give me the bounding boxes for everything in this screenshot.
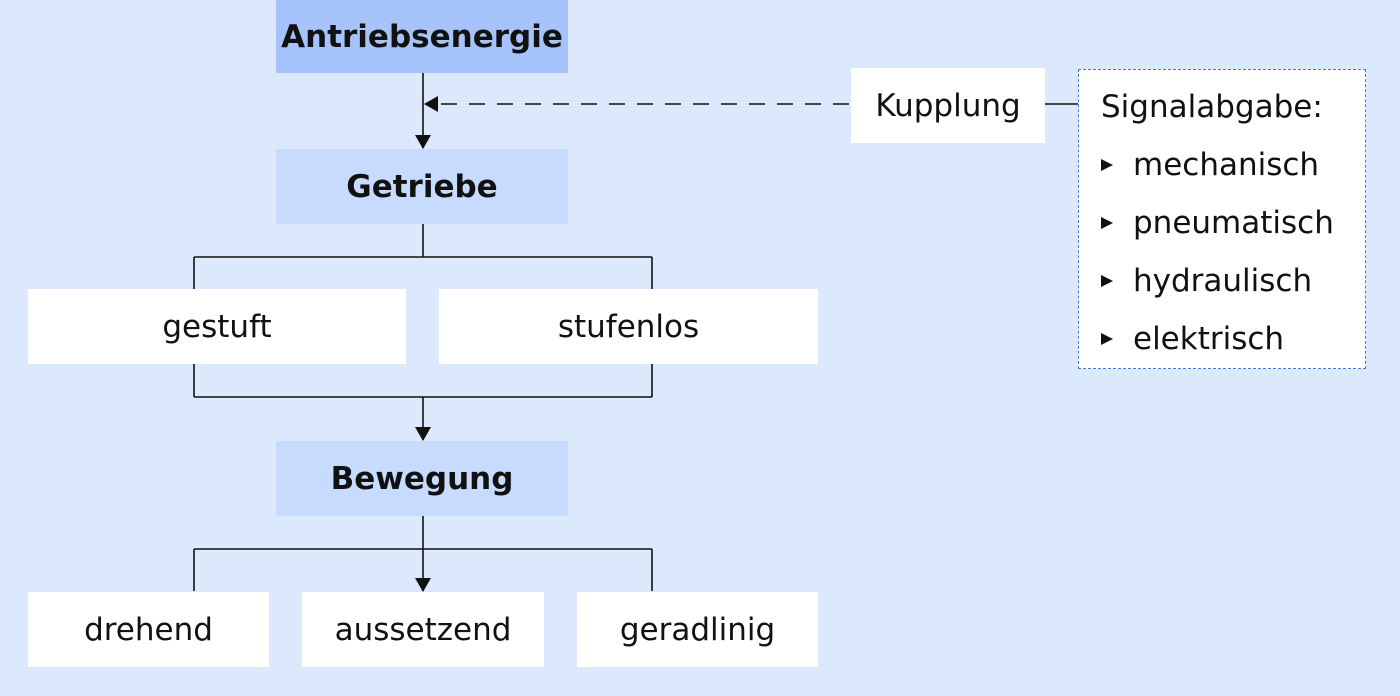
node-getriebe: Getriebe (276, 149, 568, 224)
signal-item: elektrisch (1101, 320, 1365, 358)
node-drehend: drehend (28, 592, 269, 667)
node-aussetzend: aussetzend (302, 592, 544, 667)
node-bewegung: Bewegung (276, 441, 568, 516)
bullet-arrow-icon (1101, 275, 1113, 287)
signal-item: mechanisch (1101, 146, 1365, 184)
signal-item: pneumatisch (1101, 204, 1365, 242)
bullet-arrow-icon (1101, 217, 1113, 229)
signal-item-label: hydraulisch (1133, 263, 1313, 299)
node-geradlinig: geradlinig (577, 592, 818, 667)
node-stufenlos: stufenlos (439, 289, 818, 364)
node-antriebsenergie: Antriebsenergie (276, 0, 568, 73)
node-gestuft: gestuft (28, 289, 406, 364)
bullet-arrow-icon (1101, 333, 1113, 345)
signal-item-label: pneumatisch (1133, 205, 1334, 241)
signal-item-label: mechanisch (1133, 147, 1320, 183)
node-kupplung: Kupplung (851, 68, 1045, 143)
signal-item-label: elektrisch (1133, 321, 1285, 357)
signal-box: Signalabgabe: mechanisch pneumatisch hyd… (1078, 69, 1366, 369)
signal-item: hydraulisch (1101, 262, 1365, 300)
signal-heading: Signalabgabe: (1101, 89, 1323, 125)
bullet-arrow-icon (1101, 159, 1113, 171)
